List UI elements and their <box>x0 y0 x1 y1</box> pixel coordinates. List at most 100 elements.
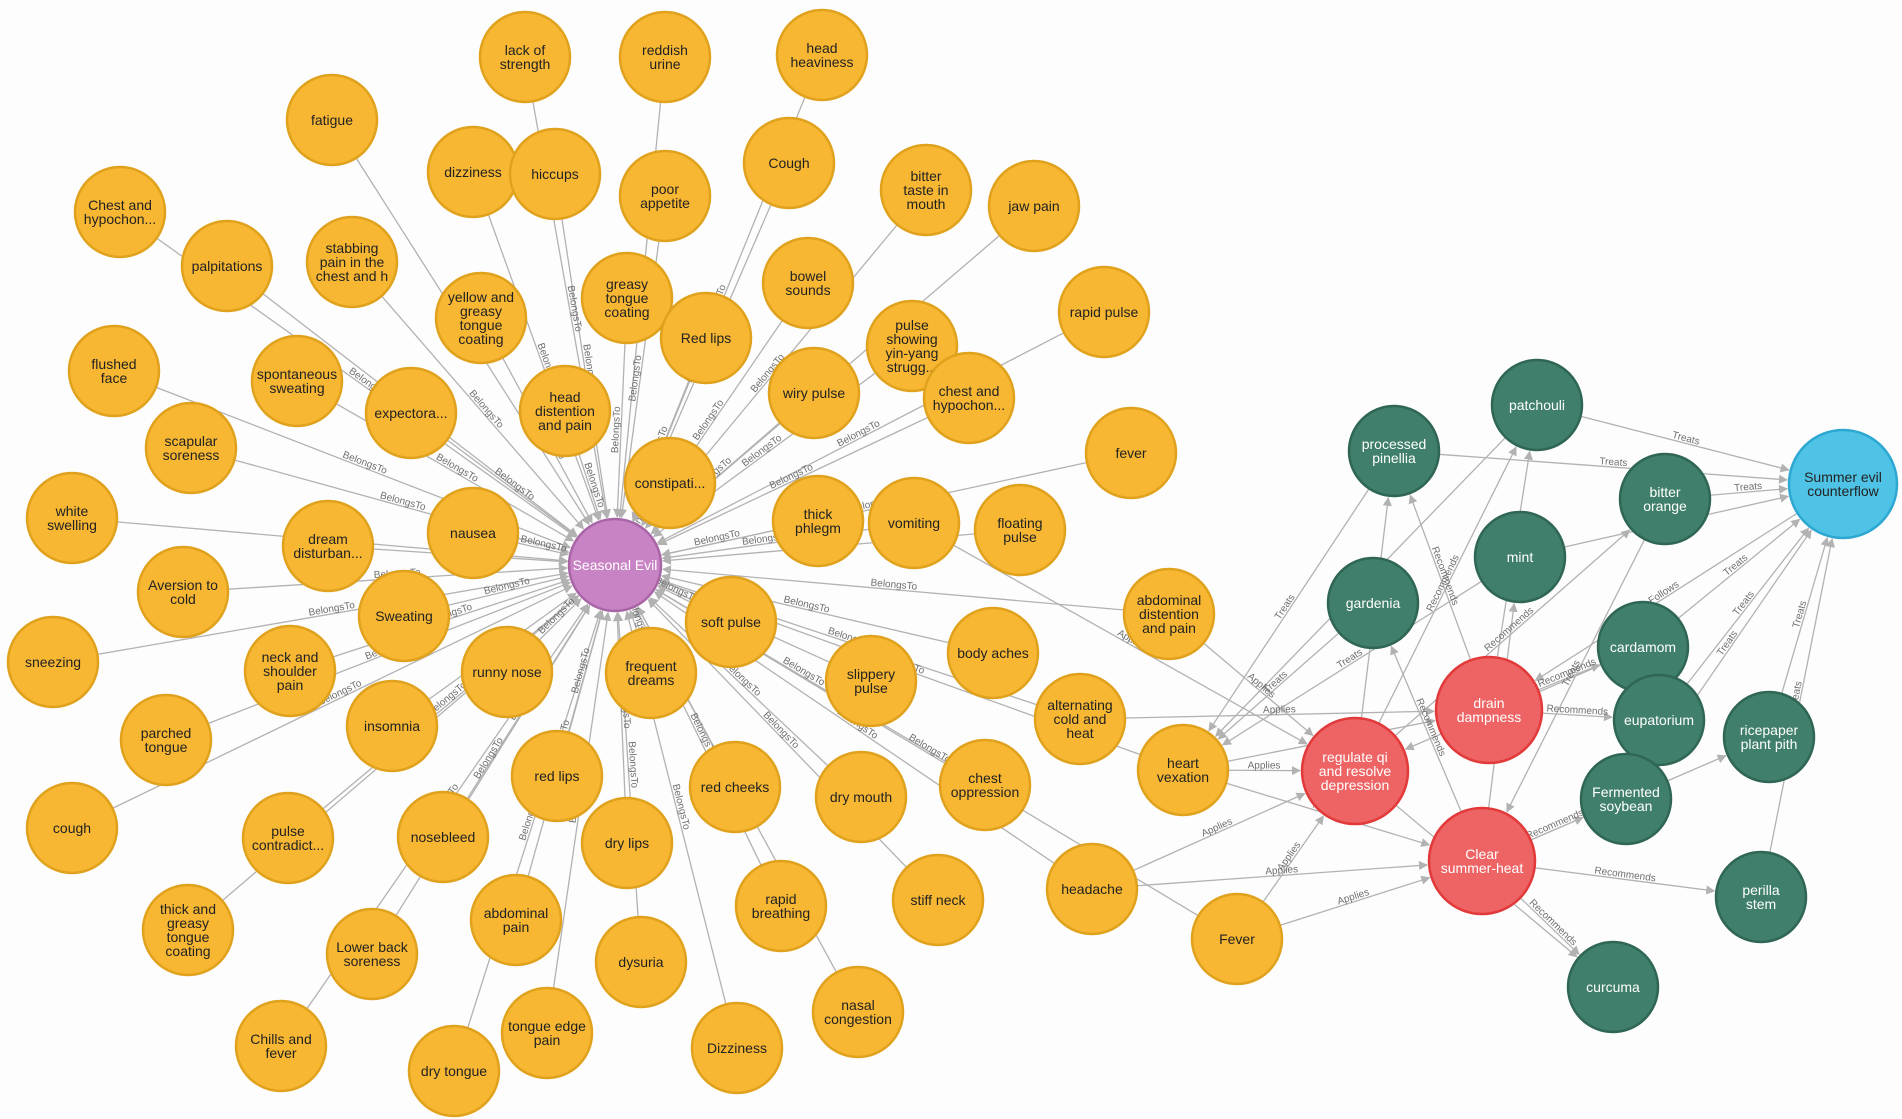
symptom-circle[interactable] <box>508 127 602 221</box>
node-red-cheeks[interactable]: red cheeks <box>688 740 782 834</box>
node-rapid-pulse[interactable]: rapid pulse <box>1057 265 1151 359</box>
node-soft-pulse[interactable]: soft pulse <box>684 575 778 669</box>
symptom-circle[interactable] <box>938 738 1032 832</box>
symptom-circle[interactable] <box>73 165 167 259</box>
symptom-circle[interactable] <box>25 471 119 565</box>
symptom-circle[interactable] <box>325 907 419 1001</box>
node-runny-nose[interactable]: runny nose <box>460 625 554 719</box>
node-body-aches[interactable]: body aches <box>946 606 1040 700</box>
symptom-circle[interactable] <box>250 334 344 428</box>
herb-circle[interactable] <box>1722 690 1816 784</box>
symptom-circle[interactable] <box>1033 672 1127 766</box>
node-nosebleed[interactable]: nosebleed <box>396 790 490 884</box>
symptom-circle[interactable] <box>434 271 528 365</box>
symptom-circle[interactable] <box>618 149 712 243</box>
symptom-circle[interactable] <box>364 366 458 460</box>
node-constipation[interactable]: constipati... <box>623 436 717 530</box>
node-jaw-pain[interactable]: jaw pain <box>987 159 1081 253</box>
symptom-circle[interactable] <box>285 73 379 167</box>
symptom-circle[interactable] <box>867 476 961 570</box>
symptom-circle[interactable] <box>6 615 100 709</box>
symptom-circle[interactable] <box>25 781 119 875</box>
node-curcuma[interactable]: curcuma <box>1566 940 1660 1034</box>
node-insomnia[interactable]: insomnia <box>345 679 439 773</box>
treatment-circle[interactable] <box>1300 716 1410 826</box>
symptom-circle[interactable] <box>618 10 712 104</box>
node-patchouli[interactable]: patchouli <box>1490 358 1584 452</box>
herb-circle[interactable] <box>1473 510 1567 604</box>
node-palpitations[interactable]: palpitations <box>180 219 274 313</box>
symptom-circle[interactable] <box>144 401 238 495</box>
herb-circle[interactable] <box>1618 452 1712 546</box>
symptom-circle[interactable] <box>518 364 612 458</box>
symptom-circle[interactable] <box>684 575 778 669</box>
symptom-circle[interactable] <box>460 625 554 719</box>
symptom-circle[interactable] <box>478 10 572 104</box>
symptom-circle[interactable] <box>946 606 1040 700</box>
symptom-circle[interactable] <box>761 236 855 330</box>
symptom-circle[interactable] <box>1122 567 1216 661</box>
node-red-lips-u[interactable]: Red lips <box>659 291 753 385</box>
herb-circle[interactable] <box>1566 940 1660 1034</box>
symptom-circle[interactable] <box>973 483 1067 577</box>
symptom-circle[interactable] <box>604 626 698 720</box>
symptom-circle[interactable] <box>119 693 213 787</box>
node-gardenia[interactable]: gardenia <box>1326 556 1420 650</box>
node-vomiting[interactable]: vomiting <box>867 476 961 570</box>
node-eupatorium[interactable]: eupatorium <box>1612 673 1706 767</box>
symptom-circle[interactable] <box>891 853 985 947</box>
symptom-circle[interactable] <box>136 545 230 639</box>
treatment-circle[interactable] <box>1434 655 1544 765</box>
symptom-circle[interactable] <box>180 219 274 313</box>
symptom-circle[interactable] <box>67 324 161 418</box>
node-mint[interactable]: mint <box>1473 510 1567 604</box>
node-hiccups[interactable]: hiccups <box>508 127 602 221</box>
symptom-circle[interactable] <box>688 740 782 834</box>
herb-circle[interactable] <box>1326 556 1420 650</box>
symptom-circle[interactable] <box>580 251 674 345</box>
symptom-circle[interactable] <box>690 1001 784 1095</box>
node-fever-u[interactable]: Fever <box>1190 892 1284 986</box>
symptom-circle[interactable] <box>771 474 865 568</box>
node-nausea[interactable]: nausea <box>426 486 520 580</box>
node-cough-l[interactable]: cough <box>25 781 119 875</box>
node-dizziness[interactable]: dizziness <box>426 125 520 219</box>
symptom-circle[interactable] <box>510 729 604 823</box>
symptom-circle[interactable] <box>469 873 563 967</box>
symptom-circle[interactable] <box>426 486 520 580</box>
node-headache[interactable]: headache <box>1045 842 1139 936</box>
treatment-circle[interactable] <box>1427 806 1537 916</box>
node-dry-mouth[interactable]: dry mouth <box>814 750 908 844</box>
herb-circle[interactable] <box>1347 404 1441 498</box>
node-dysuria[interactable]: dysuria <box>594 915 688 1009</box>
symptom-circle[interactable] <box>396 790 490 884</box>
